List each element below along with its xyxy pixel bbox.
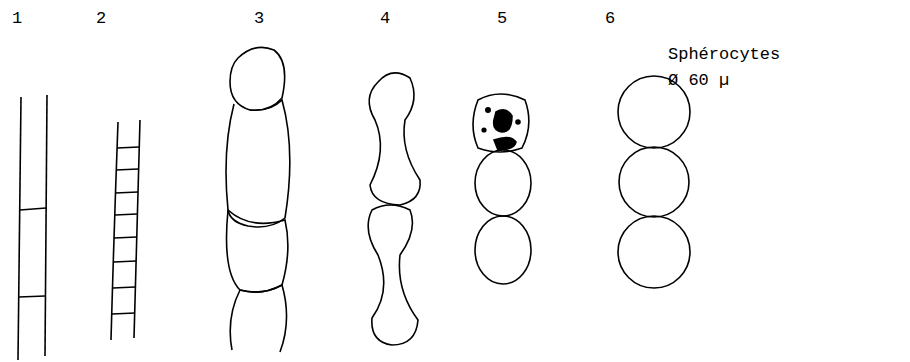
filament-2	[111, 120, 140, 340]
figure-number: 6	[605, 6, 615, 32]
caption-note: Sphérocytes Ø 60 µ	[668, 42, 780, 93]
filament-5	[473, 94, 531, 284]
figure-number: 2	[96, 6, 106, 32]
figure-number: 3	[254, 6, 264, 32]
figure-number: 5	[497, 6, 507, 32]
filament-3	[226, 47, 290, 352]
filament-1	[18, 95, 47, 360]
filament-4	[368, 73, 420, 345]
filament-6	[618, 76, 690, 288]
figure-number: 4	[380, 6, 390, 32]
figure-number: 1	[12, 6, 22, 32]
